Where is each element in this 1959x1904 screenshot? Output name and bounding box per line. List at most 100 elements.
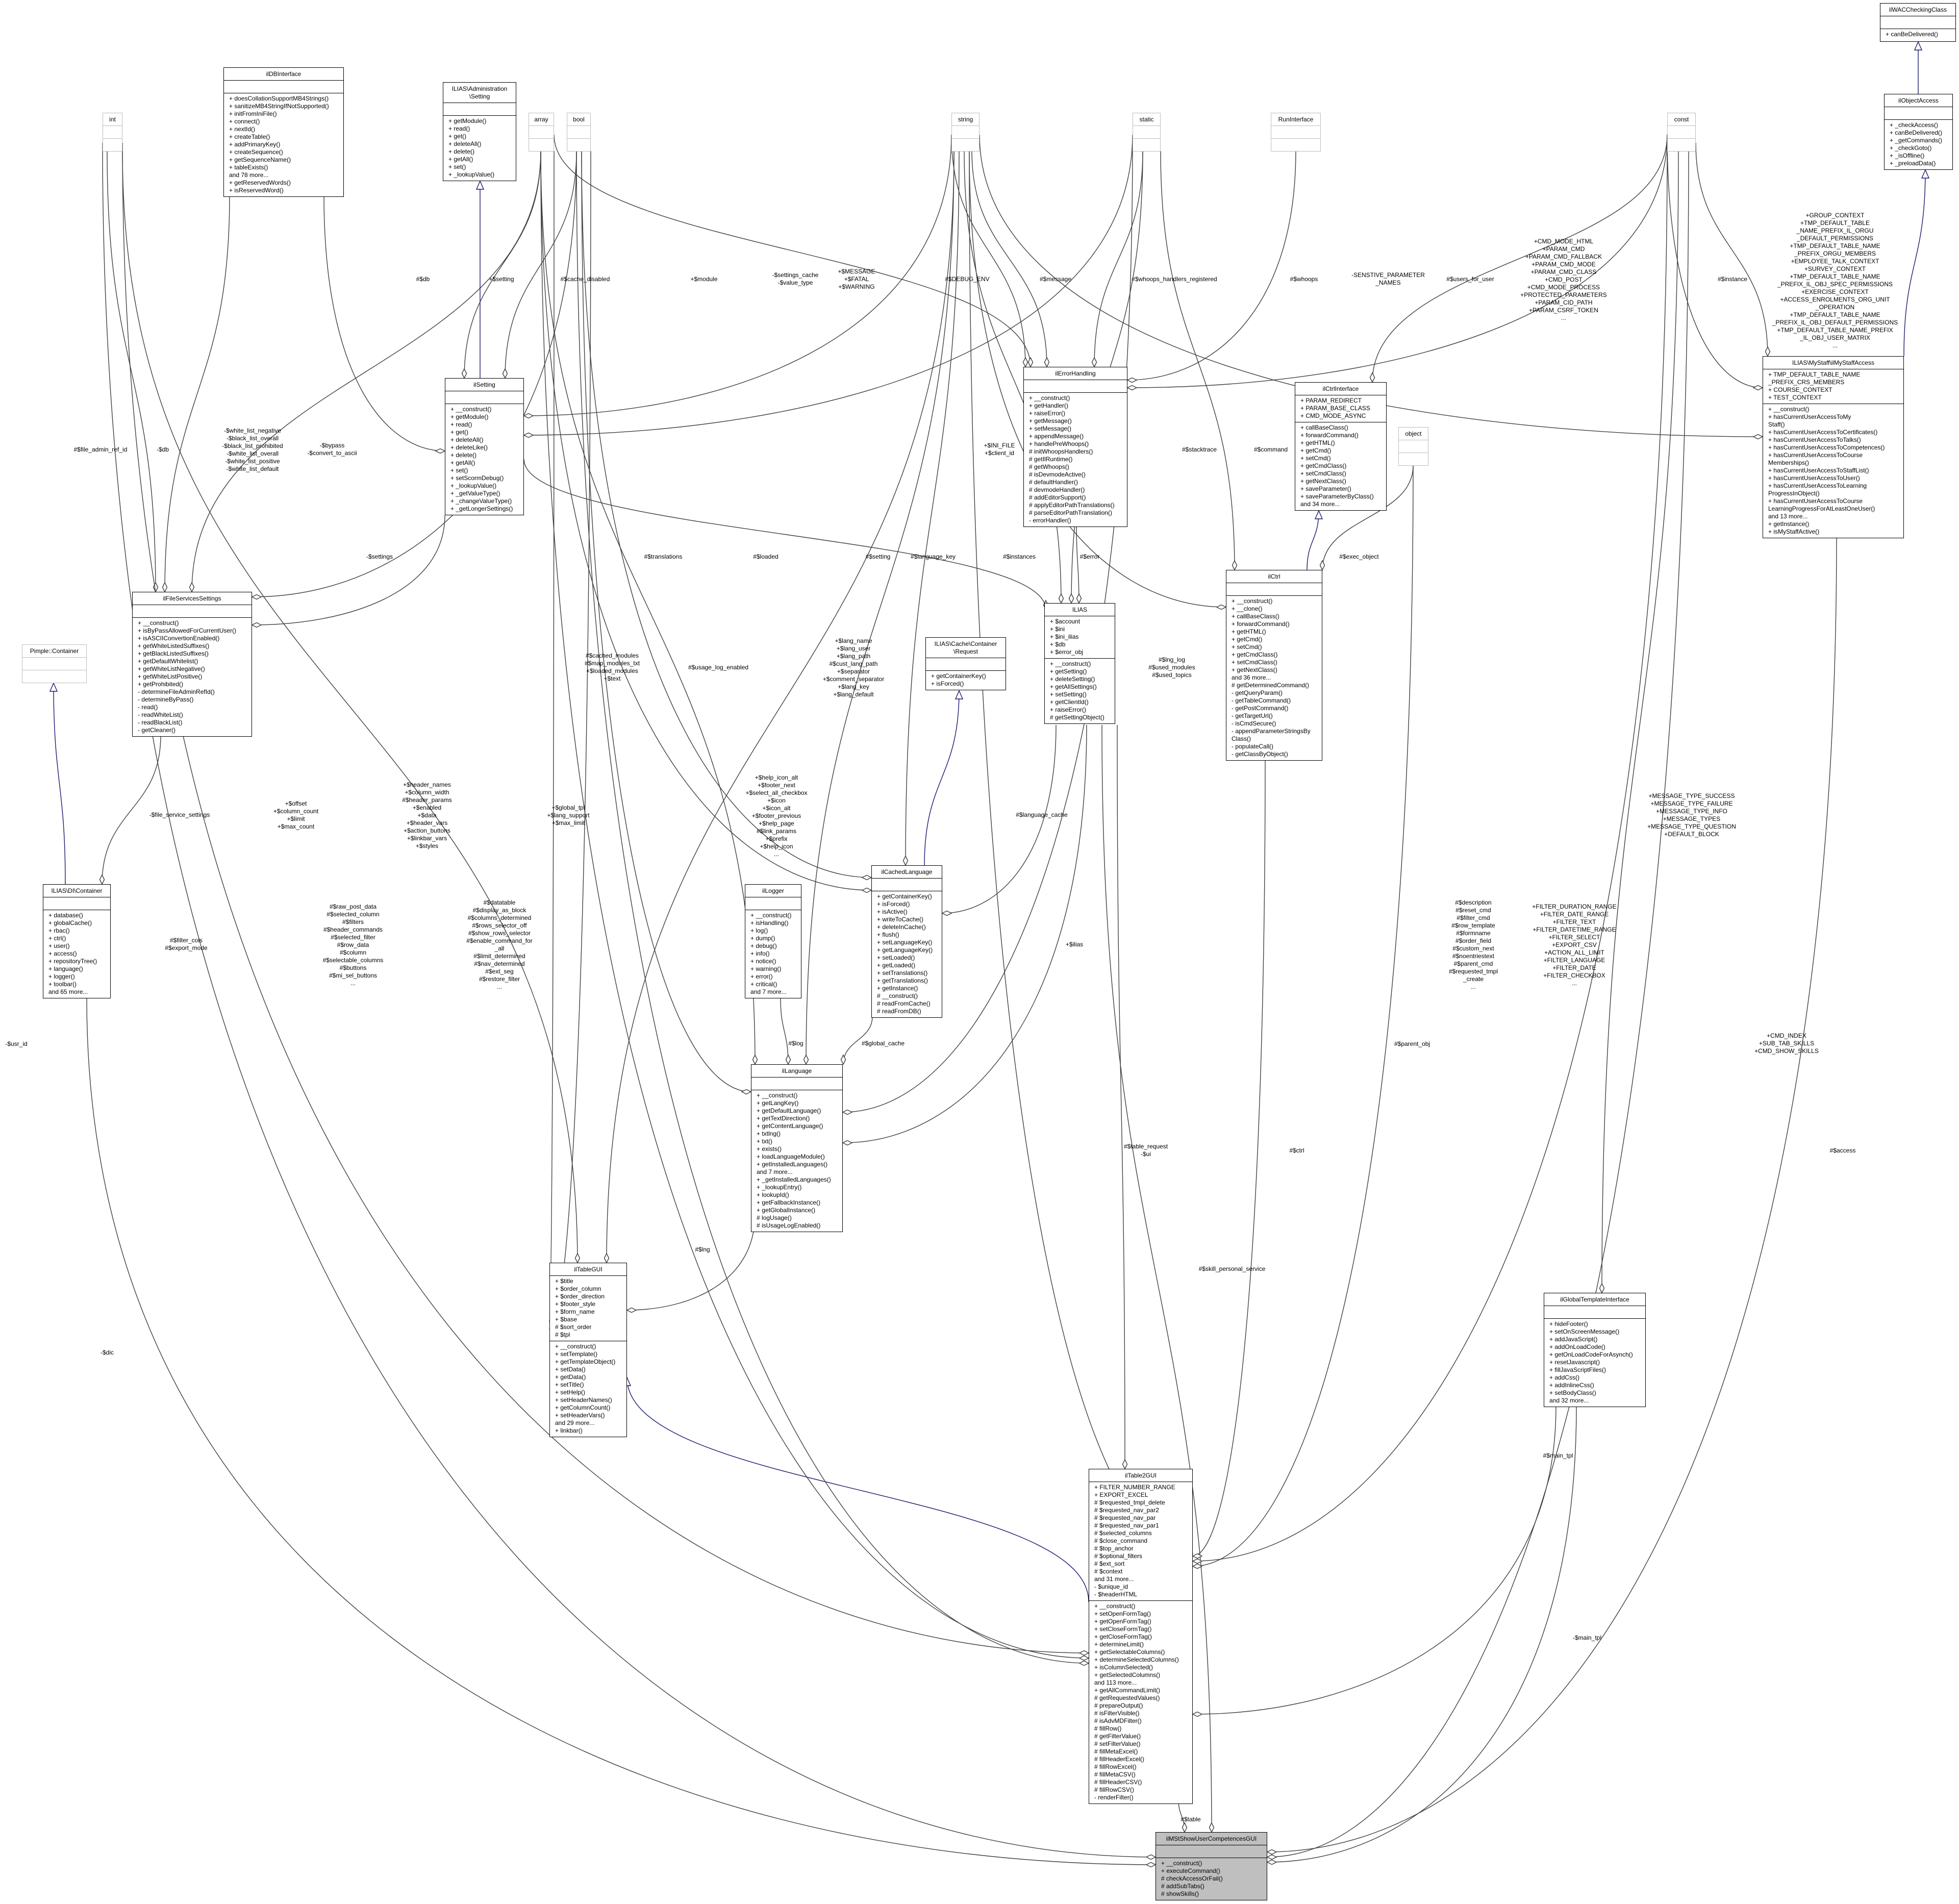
class-box-ilias-di-container[interactable]: ILIAS\DI\Container+ database()+ globalCa… [43, 884, 111, 998]
class-method: + setCmdClass() [1232, 659, 1277, 666]
class-box-ilerrorhandling[interactable]: ilErrorHandling+ __construct()+ getHandl… [1023, 367, 1127, 527]
edge-label: +$setting [489, 275, 514, 283]
edge-label: +$offset +$column_count +$limit +$max_co… [273, 800, 319, 830]
aggregation-diamond [1145, 1854, 1157, 1860]
class-method: + determineSelectedColumns() [1094, 1656, 1179, 1663]
class-attribute: + COURSE_CONTEXT [1768, 386, 1832, 393]
class-box-illogger[interactable]: ilLogger + __construct()+ isHandling()+ l… [745, 884, 801, 998]
class-box-illanguage[interactable]: ilLanguage+ __construct()+ getLangKey()+… [751, 1064, 843, 1232]
class-methods-section [529, 138, 554, 151]
class-name: ilGlobalTemplateInterface [1560, 1296, 1629, 1303]
aggregation-diamond [1232, 560, 1238, 571]
class-box-object[interactable]: object [1398, 427, 1428, 466]
class-name: ilLogger [762, 887, 784, 894]
class-attributes-section [224, 80, 343, 93]
class-attributes-section [1399, 440, 1428, 453]
class-method: + getLangKey() [757, 1099, 799, 1107]
class-box-array[interactable]: array [529, 113, 554, 152]
inheritance-arrowhead [1914, 41, 1923, 51]
class-method: + hasCurrentUserAccessToCompetences() [1768, 444, 1885, 451]
class-attribute: + $order_column [555, 1285, 601, 1292]
class-box-const[interactable]: const [1667, 113, 1696, 152]
class-methods-section: + __construct()+ isHandling()+ log()+ du… [745, 910, 801, 998]
class-method: + getTemplateObject() [555, 1358, 616, 1365]
class-method: + getAllSettings() [1050, 683, 1097, 690]
class-box-ilias-administration-setting[interactable]: ILIAS\Administration \Setting+ getModule… [443, 82, 516, 181]
class-box-int[interactable]: int [103, 113, 122, 152]
aggregation-edge [1192, 1406, 1556, 1715]
class-attributes-section [22, 657, 86, 670]
edge-label: +CMD_MODE_HTML +PARAM_CMD +PARAM_CMD_FAL… [1520, 238, 1607, 321]
class-box-runinterface[interactable]: RunInterface [1271, 113, 1321, 152]
class-box-ilglobaltemplateinterface[interactable]: ilGlobalTemplateInterface+ hideFooter()+… [1544, 1293, 1646, 1407]
class-box-ilfileservicessettings[interactable]: ilFileServicesSettings+ __construct()+ i… [132, 592, 252, 737]
class-box-ilias-cache-container-request[interactable]: ILIAS\Cache\Container \Request+ getConta… [925, 637, 1006, 690]
class-attribute: + CMD_MODE_ASYNC [1300, 412, 1366, 419]
aggregation-diamond [840, 1054, 846, 1065]
class-box-ilobjectaccess[interactable]: ilObjectAccess+ _checkAccess()+ canBeDel… [1884, 94, 1953, 170]
class-box-bool[interactable]: bool [567, 113, 591, 152]
class-method: + isActive() [877, 908, 908, 915]
class-method: + __construct() [1094, 1602, 1136, 1610]
aggregation-edge [581, 151, 751, 1092]
class-method: + getWhiteListNegative() [138, 665, 205, 672]
edge-label: #$instance [1717, 275, 1748, 283]
class-method: + rbac() [48, 927, 70, 934]
class-box-ilmstshowusercompetencesgui[interactable]: ilMStShowUserCompetencesGUI+ __construct… [1156, 1832, 1267, 1900]
aggregation-diamond [1266, 1854, 1277, 1860]
class-method: + hasCurrentUserAccessToMy Staff() [1768, 413, 1851, 428]
aggregation-diamond [604, 1252, 610, 1264]
class-method: + __construct() [555, 1343, 596, 1350]
class-box-ilias-mystaff-ilmystaffaccess[interactable]: ILIAS\MyStaff\ilMyStaffAccess+ TMP_DEFAU… [1763, 356, 1904, 538]
class-box-ilctrlinterface[interactable]: ilCtrlInterface+ PARAM_REDIRECT+ PARAM_B… [1295, 382, 1387, 511]
class-box-ilias[interactable]: ILIAS+ $account+ $ini+ $ini_ilias+ $db+ … [1044, 603, 1115, 724]
class-method: - getQueryParam() [1232, 689, 1283, 696]
class-method: # fillMetaExcel() [1094, 1748, 1138, 1755]
class-method: # getSettingObject() [1050, 714, 1104, 721]
aggregation-edge [1192, 758, 1266, 1557]
aggregation-edge [540, 151, 756, 1065]
class-box-iltablegui[interactable]: ilTableGUI+ $title+ $order_column+ $orde… [549, 1263, 627, 1437]
class-name: const [1674, 116, 1689, 123]
class-method: + createTable() [229, 133, 270, 140]
class-method: # getIlRuntime() [1029, 456, 1073, 463]
class-attribute: # $sort_order [555, 1323, 592, 1331]
class-box-ilsetting[interactable]: ilSetting+ __construct()+ getModule()+ r… [445, 378, 524, 515]
edge-label: -$usr_id [5, 1040, 28, 1047]
aggregation-diamond [803, 1054, 809, 1065]
aggregation-edge [122, 151, 578, 1263]
class-name: ILIAS\Cache\Container \Request [934, 640, 997, 655]
class-attributes-section [1668, 126, 1695, 138]
class-box-string[interactable]: string [951, 113, 980, 152]
class-method: + getBlackListedSuffixes() [138, 650, 209, 657]
class-method: # fillMetaCSV() [1094, 1771, 1136, 1778]
class-method: + deleteInCache() [877, 923, 926, 931]
class-box-ilctrl[interactable]: ilCtrl+ __construct()+ __clone()+ callBa… [1226, 570, 1322, 761]
aggregation-diamond [523, 432, 534, 438]
class-box-ilcachedlanguage[interactable]: ilCachedLanguage+ getContainerKey()+ isF… [871, 865, 942, 1018]
aggregation-edge [523, 134, 1133, 436]
inheritance-arrowhead [49, 682, 58, 692]
class-method: + isASCIIConvertionEnabled() [138, 635, 220, 642]
class-method: # devmodeHandler() [1029, 486, 1085, 493]
class-attribute: # $tpl [555, 1331, 570, 1338]
class-method: + nextId() [229, 126, 256, 133]
edge-label: +$help_icon_alt +$footer_next +$select_a… [745, 774, 808, 858]
class-box-pimple-container[interactable]: Pimple::Container [22, 644, 87, 683]
class-method: + getTranslations() [877, 977, 928, 984]
class-name: ilObjectAccess [1898, 97, 1939, 104]
class-method: + hasCurrentUserAccessToCourse LearningP… [1768, 497, 1875, 512]
class-method: + getCloseFormTag() [1094, 1633, 1152, 1640]
class-methods-section: + __construct()+ setOpenFormTag()+ getOp… [1089, 1600, 1192, 1803]
class-box-ilwaccheckingclass[interactable]: ilWACCheckingClass+ canBeDelivered() [1880, 3, 1956, 42]
class-method: and 34 more... [1300, 500, 1340, 508]
class-method: + getModule() [448, 117, 487, 124]
class-box-ildbinterface[interactable]: ilDBInterface+ doesCollationSupportMB4St… [223, 67, 344, 197]
aggregation-diamond [842, 1109, 853, 1115]
class-box-static[interactable]: static [1133, 113, 1161, 152]
class-method: # readFromDB() [877, 1008, 921, 1015]
class-box-iltable2gui[interactable]: ilTable2GUI+ FILTER_NUMBER_RANGE+ EXPORT… [1089, 1469, 1193, 1804]
aggregation-edge [1160, 151, 1235, 570]
class-method: + writeToCache() [877, 916, 924, 923]
class-method: + hasCurrentUserAccessToCertificates() [1768, 429, 1878, 436]
